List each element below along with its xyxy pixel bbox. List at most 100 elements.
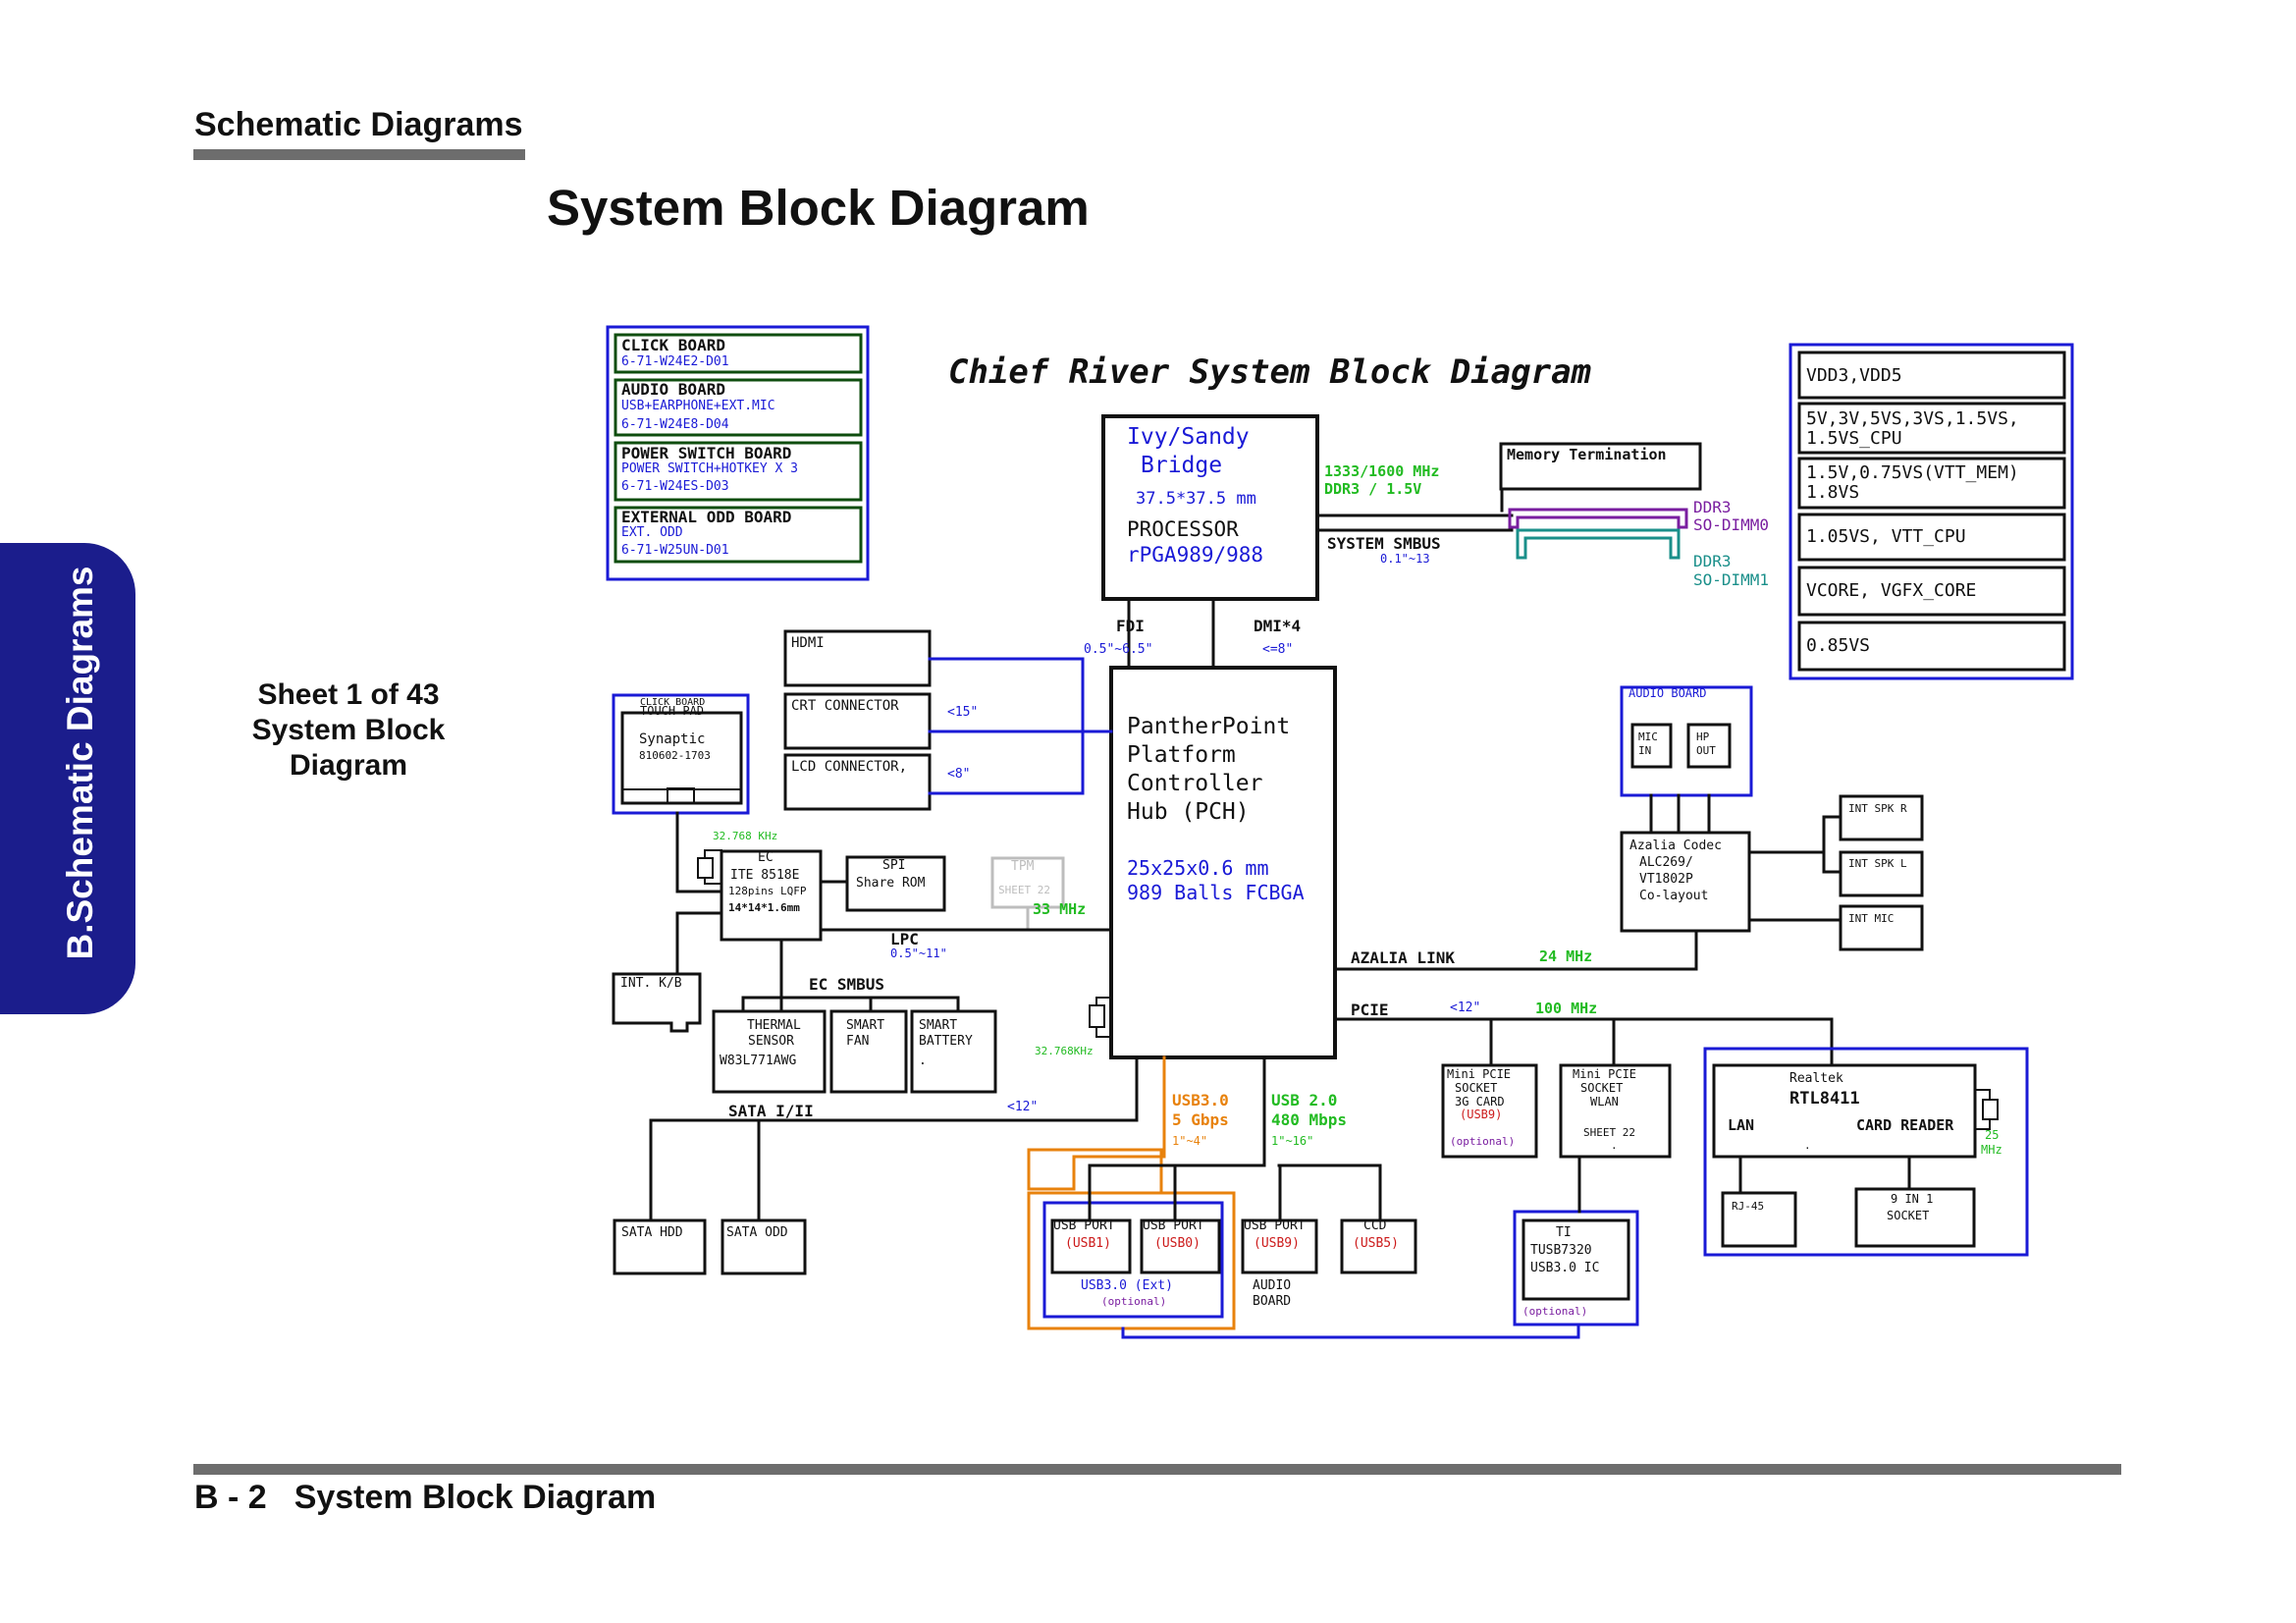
mic-in-line2: IN [1638,744,1651,757]
power-switch-board-name: POWER SWITCH BOARD [621,444,791,462]
cpu-package: rPGA989/988 [1127,543,1263,567]
usb-port-usb1-name: USB PORT [1053,1218,1115,1233]
ccd-id: (USB5) [1353,1236,1399,1251]
power-switch-board-detail: POWER SWITCH+HOTKEY X 3 [621,461,798,476]
realtek-box [1712,1063,1977,1159]
sheet-name-line1: System Block [251,714,446,746]
minipcie-wlan-sheet: SHEET 22 [1583,1126,1635,1139]
rail-vcore: VCORE, VGFX_CORE [1806,580,1976,601]
codec-line3: VT1802P [1639,872,1693,887]
so-dimm1-name: SO-DIMM1 [1693,570,1769,589]
pcie-clock: 100 MHz [1535,1000,1597,1017]
smart-fan-box [829,1009,908,1094]
usb-port-usb9-box [1241,1218,1318,1274]
side-tab[interactable] [0,543,135,1014]
tpm-sheet: SHEET 22 [998,884,1050,896]
realtek-crystal [1982,1099,1999,1120]
memory-type: DDR3 / 1.5V [1324,480,1421,498]
fan-line2: FAN [846,1034,869,1049]
boards-frame [606,325,870,581]
footer-page-number: B - 2 [194,1479,267,1516]
ec-box [720,849,823,942]
int-spk-l-label: INT SPK L [1848,857,1907,870]
int-spk-r-label: INT SPK R [1848,802,1907,815]
rail-1p5vs-cpu: 1.5VS_CPU [1806,428,1902,449]
lpc-label: LPC [890,930,919,948]
fdi-length: 0.5"~6.5" [1084,642,1152,657]
fdi-label: FDI [1116,617,1145,635]
battery-line2: BATTERY [919,1034,973,1049]
pch-name-line2: Platform [1127,742,1236,768]
usb-port-usb1-box [1050,1218,1132,1274]
system-smbus-length: 0.1"~13 [1380,552,1430,566]
spi-rom-label: Share ROM [856,876,926,891]
audio-board-title: AUDIO BOARD [1629,686,1706,700]
ti-box [1522,1218,1630,1301]
keyboard-label: INT. K/B [620,976,682,991]
touchpad-part: 810602-1703 [639,749,711,762]
lpc-clock: 33 MHz [1033,900,1086,918]
fan-line1: SMART [846,1018,884,1033]
usb-port-usb9-id: (USB9) [1254,1236,1300,1251]
minipcie-3g-line2: SOCKET [1455,1081,1497,1095]
crt-label: CRT CONNECTOR [791,698,899,714]
ti-line2: TUSB7320 [1530,1243,1592,1258]
power-switch-board-box [614,441,863,502]
spi-label: SPI [882,858,905,873]
page-header: Schematic Diagrams [194,106,523,143]
rail-box-vcore [1797,566,2066,617]
rail-5v: 5V,3V,5VS,3VS,1.5VS, [1806,408,2019,429]
realtek-card-reader: CARD READER [1856,1116,1954,1134]
rail-box-vdd [1797,351,2066,400]
battery-line1: SMART [919,1018,957,1033]
usb-port-usb0-name: USB PORT [1143,1218,1204,1233]
usb3-length: 1"~4" [1172,1134,1207,1148]
pch-box [1109,666,1337,1059]
click-board-detail: 6-71-W24E2-D01 [621,354,729,369]
thermal-line3: W83L771AWG [720,1054,796,1068]
odd-board-detail: EXT. ODD [621,525,683,540]
so-dimm1-type: DDR3 [1693,552,1732,570]
audio-board-part: 6-71-W24E8-D04 [621,417,729,432]
thermal-line1: THERMAL [747,1018,801,1033]
ti-frame [1513,1210,1639,1326]
tpm-label: TPM [1011,859,1035,874]
audio-board-name: AUDIO BOARD [621,380,725,399]
mic-in-line1: MIC [1638,730,1658,743]
usb2-speed: 480 Mbps [1271,1110,1347,1129]
realtek-lan: LAN [1728,1116,1754,1134]
so-dimm0-name: SO-DIMM0 [1693,515,1769,534]
audio-board-caption-line2: BOARD [1253,1294,1291,1309]
pch-balls: 989 Balls FCBGA [1127,881,1305,904]
minipcie-3g-line1: Mini PCIE [1447,1067,1511,1081]
rj45-label: RJ-45 [1732,1200,1764,1213]
memory-termination-box [1499,442,1702,491]
int-mic-box [1839,904,1924,951]
usb-port-usb1-id: (USB1) [1065,1236,1111,1251]
pch-name-line1: PantherPoint [1127,714,1290,739]
pch-name-line4: Hub (PCH) [1127,799,1250,825]
so-dimm1-shape [1516,528,1681,560]
usb2-label: USB 2.0 [1271,1091,1337,1109]
cpu-name-line1: Ivy/Sandy [1127,424,1250,450]
header-rule [193,149,525,160]
rtc-clock: 32.768KHz [1035,1045,1094,1057]
minipcie-3g-optional: (optional) [1450,1135,1515,1148]
audio-board-detail: USB+EARPHONE+EXT.MIC [621,399,775,413]
rail-1p8vs: 1.8VS [1806,482,1859,503]
odd-board-name: EXTERNAL ODD BOARD [621,508,791,526]
ec-name: EC [758,850,774,865]
diagram-title: Chief River System Block Diagram [948,352,1592,392]
hp-out-box [1686,723,1732,769]
cpu-box [1101,414,1319,601]
dmi-length: <=8" [1262,642,1293,657]
usb3-ext-label: USB3.0 (Ext) [1081,1278,1173,1293]
battery-line3: . [919,1054,927,1068]
rail-1p05vs: 1.05VS, VTT_CPU [1806,526,1966,547]
odd-board-box [614,506,863,564]
usb-port-usb0-box [1140,1218,1221,1274]
power-switch-board-part: 6-71-W24ES-D03 [621,479,729,494]
sata-hdd-label: SATA HDD [621,1225,683,1240]
codec-box [1620,831,1751,933]
